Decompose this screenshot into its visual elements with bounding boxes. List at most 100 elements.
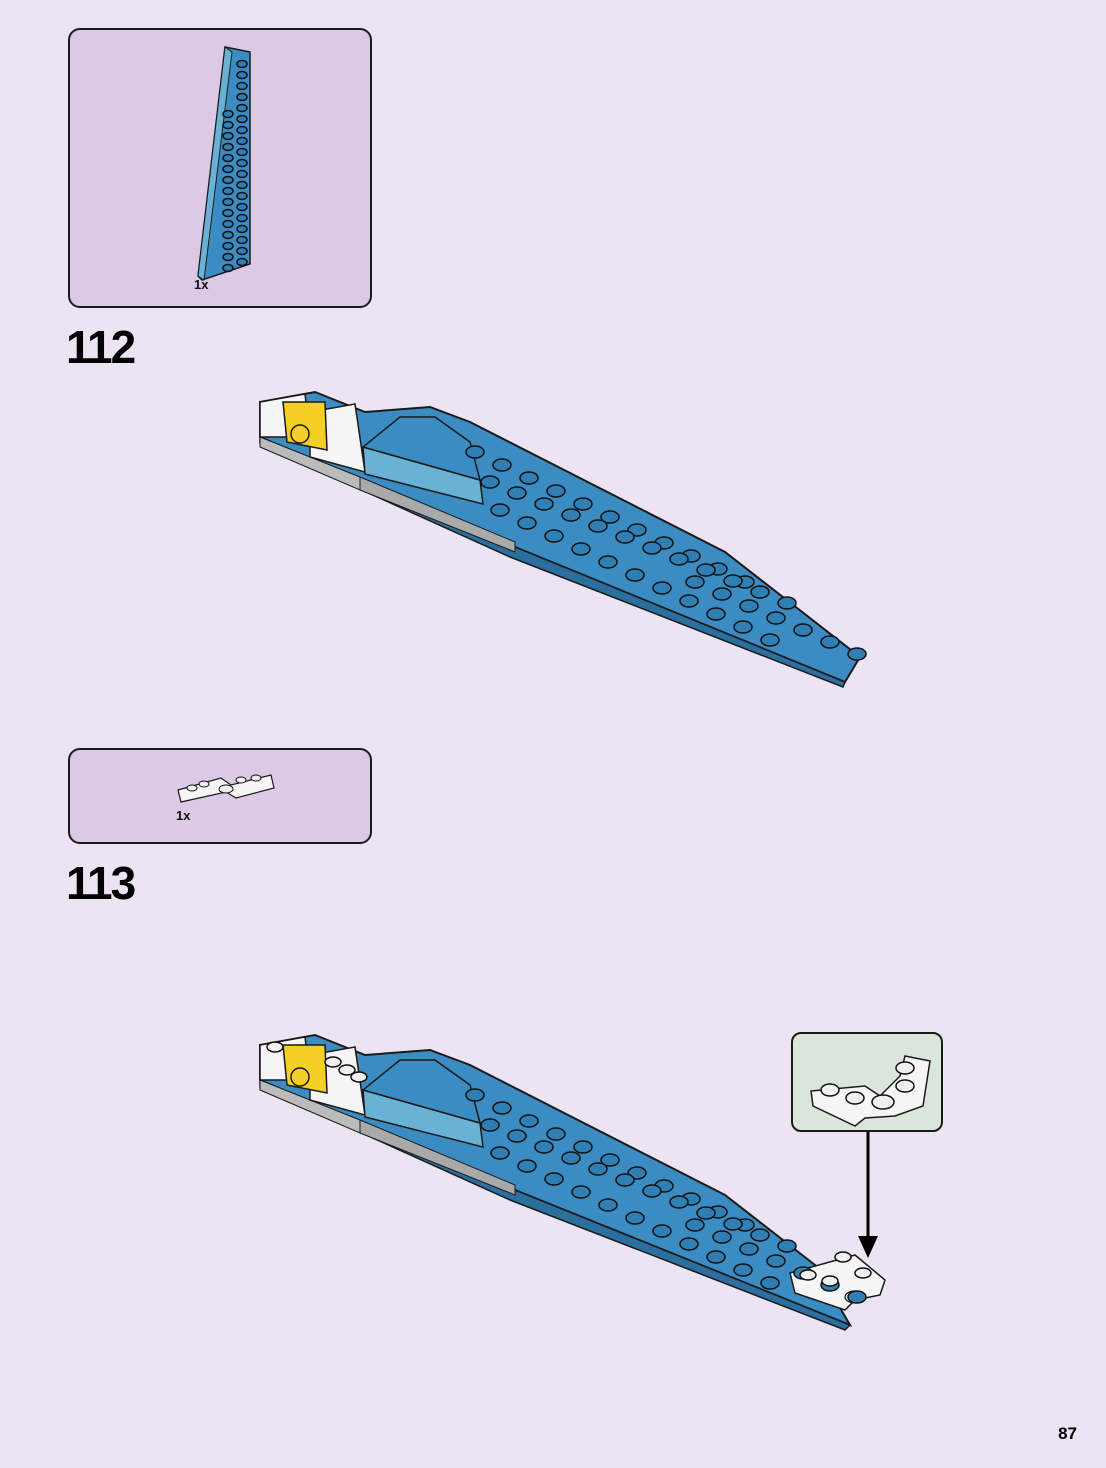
stud (750, 585, 770, 599)
stud (236, 235, 248, 245)
stud (480, 1118, 500, 1132)
stud (507, 1129, 527, 1143)
stud (222, 109, 234, 119)
stud (222, 230, 234, 240)
stud (573, 1140, 593, 1154)
stud (236, 59, 248, 69)
stud (222, 197, 234, 207)
stud (517, 1159, 537, 1173)
stud (571, 542, 591, 556)
stud (222, 252, 234, 262)
stud (733, 1263, 753, 1277)
stud (236, 257, 248, 267)
stud (507, 486, 527, 500)
stud (544, 1172, 564, 1186)
stud (222, 120, 234, 130)
step-number: 112 (66, 321, 136, 373)
stud (600, 1153, 620, 1167)
stud (652, 1224, 672, 1238)
stud (236, 202, 248, 212)
stud (492, 458, 512, 472)
stud (222, 131, 234, 141)
stud (766, 611, 786, 625)
model-assembly-112 (259, 390, 867, 688)
stud (534, 497, 554, 511)
stud (222, 142, 234, 152)
stud (534, 1140, 554, 1154)
stud (236, 125, 248, 135)
stud (679, 594, 699, 608)
page-number: 87 (1058, 1424, 1077, 1443)
stud (222, 241, 234, 251)
wedge-plate-icon (197, 46, 251, 281)
stud (615, 1173, 635, 1187)
stud (222, 263, 234, 273)
stud (679, 1237, 699, 1251)
stud (561, 508, 581, 522)
stud (750, 1228, 770, 1242)
stud (739, 599, 759, 613)
stud (561, 1151, 581, 1165)
hinge-plate-icon (810, 1055, 931, 1127)
stud (236, 103, 248, 113)
stud (723, 1217, 743, 1231)
stud (236, 169, 248, 179)
stud (490, 503, 510, 517)
stud (598, 555, 618, 569)
stud (222, 186, 234, 196)
stud (598, 1198, 618, 1212)
stud (739, 1242, 759, 1256)
stud (222, 219, 234, 229)
stud (652, 581, 672, 595)
stud (706, 1250, 726, 1264)
stud (685, 575, 705, 589)
stud (847, 647, 867, 661)
stud (236, 191, 248, 201)
stud (820, 635, 840, 649)
stud (723, 574, 743, 588)
stud (760, 633, 780, 647)
model-assembly-113 (259, 1033, 886, 1331)
stud (222, 208, 234, 218)
stud (766, 1254, 786, 1268)
step-number: 113 (66, 857, 136, 909)
parts-box-113: 1x (68, 748, 372, 844)
stud (236, 136, 248, 146)
stud (600, 510, 620, 524)
stud (236, 180, 248, 190)
stud (712, 1230, 732, 1244)
stud (669, 552, 689, 566)
stud (236, 70, 248, 80)
stud (706, 607, 726, 621)
stud (519, 1114, 539, 1128)
stud (222, 175, 234, 185)
stud (480, 475, 500, 489)
stud (760, 1276, 780, 1290)
stud (847, 1290, 867, 1304)
stud (588, 519, 608, 533)
stud (236, 213, 248, 223)
stud (465, 445, 485, 459)
stud (236, 158, 248, 168)
stud (685, 1218, 705, 1232)
stud (546, 1127, 566, 1141)
stud (465, 1088, 485, 1102)
stud (236, 224, 248, 234)
stud (222, 153, 234, 163)
stud (571, 1185, 591, 1199)
stud (492, 1101, 512, 1115)
stud (546, 484, 566, 498)
stud (236, 246, 248, 256)
parts-box-112: 1x (68, 28, 372, 308)
arrow-down-icon (858, 1132, 878, 1258)
stud (669, 1195, 689, 1209)
stud (696, 1206, 716, 1220)
stud (544, 529, 564, 543)
stud (615, 530, 635, 544)
stud (696, 563, 716, 577)
stud (222, 164, 234, 174)
stud (236, 147, 248, 157)
stud (625, 568, 645, 582)
stud (588, 1162, 608, 1176)
stud (777, 1239, 797, 1253)
